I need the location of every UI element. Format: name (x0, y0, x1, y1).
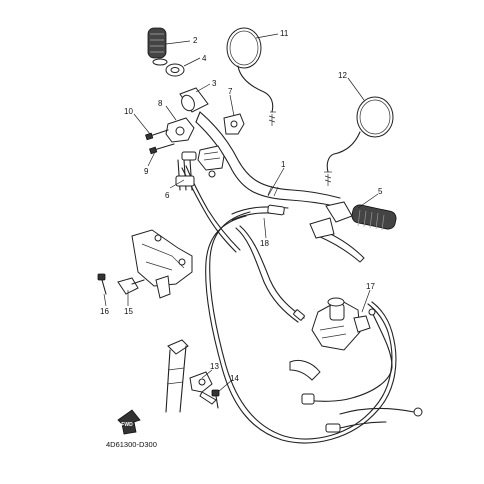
switch-part-15 (117, 277, 145, 295)
callout-11: 11 (280, 29, 289, 38)
bolt-part-9 (149, 143, 175, 155)
callout-18: 18 (260, 239, 269, 248)
forward-arrow-icon: FWD (117, 409, 141, 435)
bolt-part-16 (97, 273, 107, 295)
callout-13: 13 (210, 362, 219, 371)
callout-17: 17 (366, 282, 375, 291)
holder-part-8 (165, 117, 195, 143)
callout-14: 14 (230, 374, 239, 383)
callout-3: 3 (212, 79, 217, 88)
handlebar (195, 111, 341, 207)
right-grip-part-5 (309, 201, 397, 263)
cable-part-17 (301, 308, 423, 433)
bolt-part-14 (211, 389, 220, 409)
callout-4: 4 (202, 54, 207, 63)
carburetor (289, 297, 371, 381)
bracket-part-7 (223, 113, 245, 135)
right-mirror-part-12 (324, 96, 394, 186)
cable-guide-part-13 (189, 371, 217, 405)
switch-bracket (131, 229, 193, 299)
leader-lines (103, 33, 379, 393)
throttle-tube-part-3 (179, 87, 209, 113)
cable-loop (205, 211, 397, 444)
bolt-part-10 (145, 129, 169, 141)
callout-10: 10 (124, 107, 133, 116)
left-mirror-part-11 (226, 27, 276, 126)
washer-part-4 (165, 63, 185, 77)
callout-15: 15 (124, 307, 133, 316)
callout-labels: 2 4 3 7 8 10 9 6 11 12 1 5 18 17 15 16 1… (100, 29, 383, 383)
callout-2: 2 (193, 36, 198, 45)
throttle-cable-part-18 (231, 204, 305, 323)
callout-5: 5 (378, 187, 383, 196)
callout-16: 16 (100, 307, 109, 316)
wire-harness-part-6 (175, 151, 241, 253)
callout-7: 7 (228, 87, 233, 96)
grip-cap-part-2 (147, 27, 168, 66)
callout-6: 6 (165, 191, 170, 200)
callout-12: 12 (338, 71, 347, 80)
callout-9: 9 (144, 167, 149, 176)
fwd-label: FWD (121, 422, 133, 428)
callout-1: 1 (281, 160, 286, 169)
left-switch-clamp (197, 145, 225, 178)
callout-8: 8 (158, 99, 163, 108)
fork-tube (165, 339, 189, 413)
diagram-code: 4D61300-D300 (106, 440, 157, 449)
